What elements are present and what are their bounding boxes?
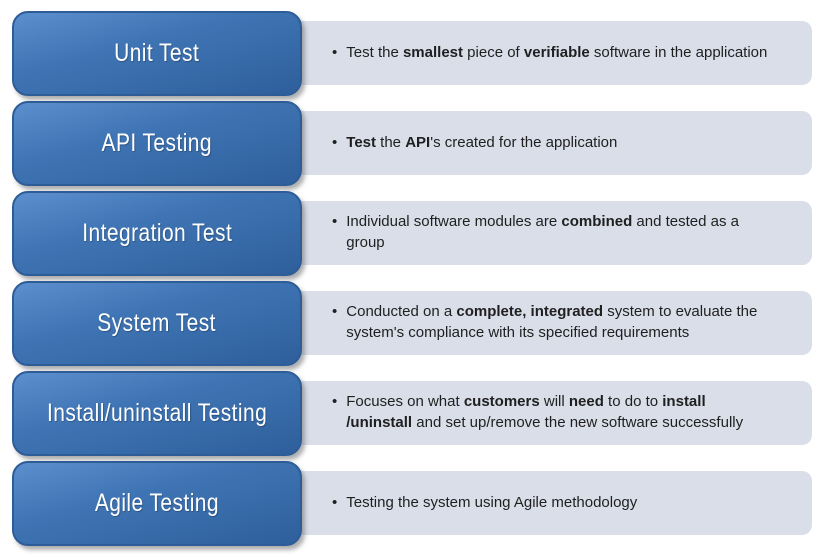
diagram-row-agile-testing: Agile Testing • Testing the system using… — [12, 458, 812, 548]
description-panel: • Test the smallest piece of verifiable … — [288, 21, 812, 85]
bullet-item: • Individual software modules are combin… — [288, 212, 770, 253]
diagram-row-unit-test: Unit Test • Test the smallest piece of v… — [12, 8, 812, 98]
bullet-icon: • — [332, 133, 338, 151]
diagram-row-install-uninstall-testing: Install/uninstall Testing • Focuses on w… — [12, 368, 812, 458]
description-panel: • Testing the system using Agile methodo… — [288, 471, 812, 535]
bullet-text: Focuses on what customers will need to d… — [346, 393, 744, 431]
description-panel: • Focuses on what customers will need to… — [288, 381, 812, 445]
bullet-icon: • — [332, 43, 338, 61]
bullet-text: Conducted on a complete, integrated syst… — [346, 303, 758, 341]
stage-label: System Test — [97, 308, 217, 337]
description-panel: • Individual software modules are combin… — [288, 201, 812, 265]
stage-button-system-test: System Test — [12, 280, 302, 366]
stage-label: Integration Test — [82, 218, 232, 247]
stage-button-install-uninstall-testing: Install/uninstall Testing — [12, 370, 302, 456]
stage-label: Install/uninstall Testing — [46, 398, 268, 427]
description-panel: • Conducted on a complete, integrated sy… — [288, 291, 812, 355]
bullet-item: • Test the API's created for the applica… — [288, 133, 617, 154]
stage-button-integration-test: Integration Test — [12, 190, 302, 276]
stage-label: Agile Testing — [94, 488, 220, 517]
stage-button-unit-test: Unit Test — [12, 10, 302, 96]
bullet-icon: • — [332, 303, 338, 321]
bullet-icon: • — [332, 493, 338, 511]
stage-label: Unit Test — [114, 38, 200, 67]
stage-label: API Testing — [101, 128, 213, 157]
bullet-icon: • — [332, 393, 338, 411]
description-panel: • Test the API's created for the applica… — [288, 111, 812, 175]
bullet-item: • Conducted on a complete, integrated sy… — [288, 302, 770, 343]
bullet-item: • Testing the system using Agile methodo… — [288, 493, 637, 514]
bullet-text: Test the smallest piece of verifiable so… — [346, 43, 768, 61]
bullet-text: Test the API's created for the applicati… — [346, 133, 618, 151]
stage-button-agile-testing: Agile Testing — [12, 460, 302, 546]
stage-button-api-testing: API Testing — [12, 100, 302, 186]
diagram-row-integration-test: Integration Test • Individual software m… — [12, 188, 812, 278]
bullet-text: Individual software modules are combined… — [346, 213, 739, 251]
diagram-row-system-test: System Test • Conducted on a complete, i… — [12, 278, 812, 368]
bullet-item: • Test the smallest piece of verifiable … — [288, 43, 767, 64]
bullet-icon: • — [332, 213, 338, 231]
diagram-row-api-testing: API Testing • Test the API's created for… — [12, 98, 812, 188]
bullet-text: Testing the system using Agile methodolo… — [346, 493, 638, 511]
bullet-item: • Focuses on what customers will need to… — [288, 392, 770, 433]
